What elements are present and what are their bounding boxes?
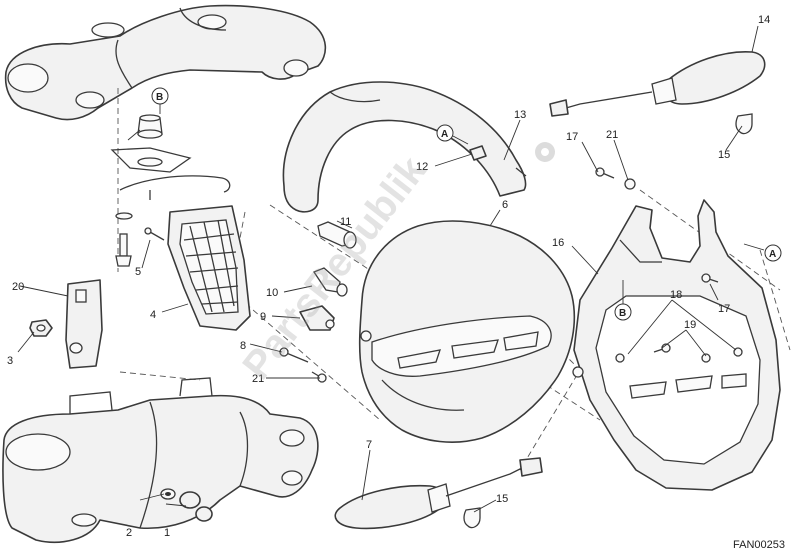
bulb-15-bottom — [463, 507, 481, 529]
svg-text:A: A — [441, 129, 448, 140]
screw-17-right — [701, 273, 719, 283]
reference-b-lower: B — [614, 280, 632, 321]
callout-8: 8 — [240, 340, 246, 352]
nut-3 — [29, 319, 53, 337]
callout-3: 3 — [7, 355, 13, 367]
callout-13: 13 — [514, 109, 526, 121]
mounting-bracket — [65, 279, 103, 369]
callout-12: 12 — [416, 161, 428, 173]
reference-markers: A A B B — [151, 87, 782, 321]
callout-21-left: 21 — [252, 373, 264, 385]
air-intake-grille — [167, 205, 251, 331]
nut-21-left — [311, 371, 327, 383]
screw-5 — [144, 227, 165, 241]
screw-17-top — [595, 167, 615, 179]
callout-20: 20 — [12, 281, 24, 293]
rubber-grommet — [137, 114, 163, 139]
connector-9 — [299, 305, 335, 331]
lower-triple-clamp — [2, 377, 319, 543]
upper-triple-clamp — [4, 4, 327, 121]
leader-lines — [17, 25, 759, 513]
callout-17-right: 17 — [718, 303, 730, 315]
bulb-11 — [317, 221, 357, 249]
callout-6: 6 — [502, 199, 508, 211]
turn-signal-right — [549, 51, 766, 117]
callout-11: 11 — [340, 216, 351, 228]
reference-a-upper: A — [436, 124, 469, 145]
callout-19: 19 — [684, 319, 696, 331]
callout-5: 5 — [135, 266, 141, 278]
callout-18: 18 — [670, 289, 682, 301]
drawing-code: FAN00253 — [733, 539, 785, 551]
callout-21-top: 21 — [606, 129, 618, 141]
callout-2: 2 — [126, 527, 132, 539]
callout-4: 4 — [150, 309, 156, 321]
callout-17-top: 17 — [566, 131, 578, 143]
svg-text:A: A — [769, 249, 776, 260]
callout-7: 7 — [366, 439, 372, 451]
grommet-1 — [179, 491, 213, 522]
callout-15-top: 15 — [718, 149, 730, 161]
screw-8 — [279, 347, 309, 363]
callout-labels: 1 2 3 4 5 6 7 8 9 10 11 12 13 14 15 15 1… — [7, 14, 770, 539]
turn-signal-left — [334, 457, 543, 530]
bulb-holder-10 — [313, 267, 348, 297]
washer-and-screw — [115, 212, 133, 267]
fairing-support-frame — [572, 199, 781, 491]
callout-16: 16 — [552, 237, 564, 249]
bracket-spring-clip — [110, 147, 231, 200]
reference-b-upper: B — [151, 87, 169, 114]
callout-9: 9 — [260, 311, 266, 323]
svg-text:B: B — [156, 92, 163, 103]
nut-21-right — [624, 178, 636, 190]
svg-text:B: B — [619, 308, 626, 319]
callout-1: 1 — [164, 527, 170, 539]
washer-2 — [160, 488, 176, 500]
callout-14: 14 — [758, 14, 770, 26]
callout-10: 10 — [266, 287, 278, 299]
headlight-assembly — [358, 220, 576, 443]
upper-fairing-cover — [282, 81, 527, 213]
reference-a-right: A — [743, 243, 782, 262]
callout-15-bottom: 15 — [496, 493, 508, 505]
screw-12 — [469, 145, 487, 161]
